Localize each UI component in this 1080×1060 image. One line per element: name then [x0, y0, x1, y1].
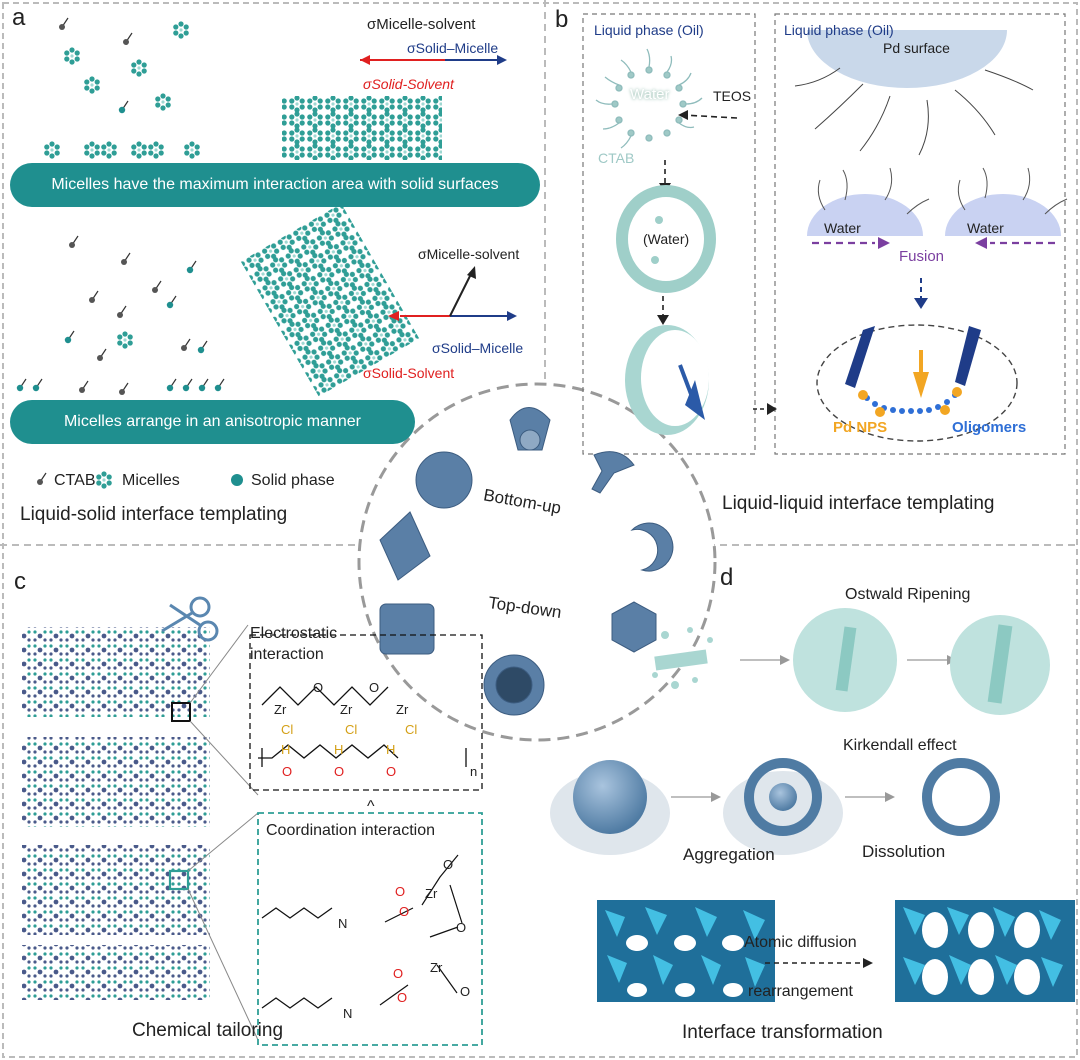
n-subscript: n [470, 764, 478, 779]
aggregation-label: Aggregation [683, 845, 775, 864]
sigma-solid-micelle-top: σSolid–Micelle [407, 40, 499, 56]
electrostatic-label: Electrostatic [250, 625, 338, 642]
h-plus-2: H [334, 742, 344, 757]
zr-2: Zr [340, 702, 353, 717]
panel-a-letter: a [12, 4, 26, 31]
bowl-shape [591, 451, 635, 494]
o-red-2: O [334, 764, 345, 779]
panel-c-drawing [22, 596, 483, 1046]
legend-micelles: Micelles [122, 472, 180, 489]
coordination-label: Coordination interaction [266, 822, 435, 839]
o-red-coord-1: O [395, 884, 406, 899]
caption-liquid-liquid: Liquid-liquid interface templating [722, 493, 995, 514]
o-coord-1: O [443, 857, 454, 872]
lattice-left [597, 900, 775, 1002]
zr-coord-2: Zr [430, 960, 443, 975]
panel-d-drawing [550, 608, 1075, 1002]
water-right-droplet: Water [967, 220, 1004, 236]
o-coord-2: O [456, 920, 467, 935]
water-label-micelle: Water [630, 86, 670, 103]
sigma-solid-solvent-top: σSolid-Solvent [363, 76, 454, 92]
oligomers-label: Oligomers [952, 419, 1027, 436]
n-plus-1: N [338, 916, 348, 931]
right-oil-header: Liquid phase (Oil) [784, 22, 894, 38]
o-coord-3: O [460, 984, 471, 999]
interaction-label: interaction [250, 646, 324, 663]
ctab-label: CTAB [598, 150, 635, 166]
cl-1: Cl [281, 722, 294, 737]
panel-a-drawing [16, 17, 517, 489]
pd-surface-label: Pd surface [883, 40, 950, 56]
crescent-shape [630, 522, 674, 572]
o-2: O [369, 680, 380, 695]
kirkendall-label: Kirkendall effect [843, 737, 957, 754]
sigma-solid-solvent-bottom: σSolid-Solvent [363, 365, 455, 381]
dissolution-label: Dissolution [862, 842, 946, 861]
panel-b-drawing [582, 13, 1068, 455]
pill-anisotropic: Micelles arrange in an anisotropic manne… [10, 400, 415, 444]
legend-ctab: CTAB [54, 472, 96, 489]
h-plus-3: H [386, 742, 396, 757]
octahedron-shape [379, 511, 431, 581]
water-paren-label: (Water) [643, 231, 690, 247]
panel-d-letter: d [720, 564, 734, 591]
scissors-icon [161, 596, 219, 642]
zr-3: Zr [396, 702, 409, 717]
o-red-1: O [282, 764, 293, 779]
ostwald-particles [652, 627, 713, 689]
solid-block-top [282, 96, 442, 160]
teos-label: TEOS [713, 88, 752, 104]
rearrangement-label: rearrangement [748, 983, 853, 1000]
layer-2 [22, 737, 210, 827]
pill-maximum-interaction: Micelles have the maximum interaction ar… [10, 163, 540, 207]
pd-nps-label: Pd NPS [833, 419, 888, 436]
lattice-right [895, 900, 1075, 1002]
hollow-shell [922, 758, 1000, 836]
ostwald-label: Ostwald Ripening [845, 586, 971, 603]
panel-b-letter: b [555, 6, 569, 33]
sphere-shape [415, 451, 473, 509]
o-red-coord-4: O [397, 990, 408, 1005]
h-plus-1: H [281, 742, 291, 757]
atomic-diffusion-label: Atomic diffusion [744, 934, 857, 951]
cube-shape [379, 603, 435, 655]
sigma-solid-micelle-bottom: σSolid–Micelle [432, 340, 524, 356]
solid-block-tilted [240, 203, 420, 397]
fusion-label: Fusion [899, 248, 945, 265]
o-1: O [313, 680, 324, 695]
sigma-micelle-solvent-bottom: σMicelle-solvent [418, 246, 520, 262]
sigma-micelle-solvent-top: σMicelle-solvent [367, 16, 476, 33]
hexagon-shape [611, 601, 657, 653]
panel-c-letter: c [14, 568, 26, 595]
water-micelle [595, 48, 703, 149]
water-left-droplet: Water [824, 220, 861, 236]
o-red-coord-3: O [393, 966, 404, 981]
solid-sphere [573, 760, 647, 834]
zr-1: Zr [274, 702, 287, 717]
cl-2: Cl [345, 722, 358, 737]
cl-3: Cl [405, 722, 418, 737]
n-plus-2: N [343, 1006, 353, 1021]
left-oil-header: Liquid phase (Oil) [594, 22, 704, 38]
zr-coord-1: Zr [425, 886, 438, 901]
caption-chemical-tailoring: Chemical tailoring [132, 1020, 284, 1041]
legend-solid-phase: Solid phase [251, 472, 335, 489]
core-shell [744, 758, 822, 836]
caret-symbol: ^ [367, 798, 375, 815]
caption-liquid-solid: Liquid-solid interface templating [20, 504, 288, 525]
o-red-coord-2: O [399, 904, 410, 919]
caption-interface-transformation: Interface transformation [682, 1022, 883, 1043]
layer-4 [22, 945, 210, 1000]
o-red-3: O [386, 764, 397, 779]
